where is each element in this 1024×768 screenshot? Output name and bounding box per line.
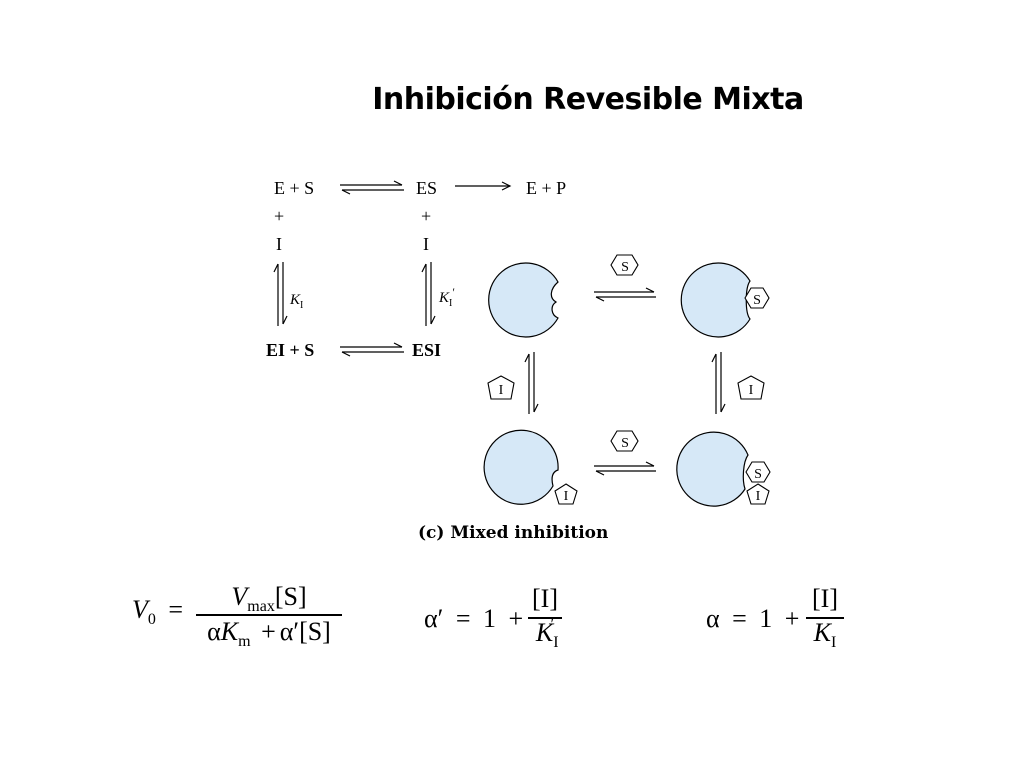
plus-right: + xyxy=(421,206,432,226)
inhibitor-pentagon-bound-right: I xyxy=(746,483,770,505)
substrate-hexagon-bound-top: S xyxy=(744,287,770,309)
cartoon-arrow-bottom-horizontal xyxy=(594,461,656,476)
substrate-hexagon-bound-bottom: S xyxy=(745,461,771,483)
equation-alpha-prime-lhs: α′ = 1 + xyxy=(424,604,524,633)
inhibitor-pentagon-free-right: I xyxy=(737,375,765,400)
substrate-hexagon-free-top: S xyxy=(610,254,639,276)
svg-text:I: I xyxy=(564,489,569,504)
enzyme-substrate-inhibitor-complex: S I xyxy=(676,431,771,507)
equation-v0-denominator: αKm +α′[S] xyxy=(207,617,331,651)
fraction-bar-v0 xyxy=(196,614,342,616)
ki-prime-label: KI′ xyxy=(439,285,455,309)
species-e-plus-s: E + S xyxy=(274,178,315,198)
svg-text:S: S xyxy=(621,436,629,451)
svg-text:I: I xyxy=(749,383,754,398)
equation-alpha-prime-numerator: [I] xyxy=(532,584,558,613)
equilibrium-arrow-top-left xyxy=(340,180,404,195)
cartoon-arrow-right-vertical xyxy=(711,352,726,414)
svg-text:S: S xyxy=(754,467,762,482)
equation-alpha-denominator: KI xyxy=(813,618,837,652)
species-e-plus-p: E + P xyxy=(526,178,567,198)
species-ei-plus-s: EI + S xyxy=(266,340,315,360)
cartoon-arrow-left-vertical xyxy=(524,352,539,414)
substrate-hexagon-free-bottom: S xyxy=(610,430,639,452)
inhibitor-pentagon-free-left: I xyxy=(487,375,515,400)
svg-text:I: I xyxy=(756,489,761,504)
forward-arrow-product xyxy=(455,181,512,191)
species-es: ES xyxy=(416,178,438,198)
inhibitor-pentagon-bound-left: I xyxy=(554,483,578,505)
inhibitor-left: I xyxy=(276,234,282,254)
slide-title: Inhibición Revesible Mixta xyxy=(372,82,804,117)
enzyme-inhibitor-complex: I xyxy=(483,429,578,505)
plus-left: + xyxy=(274,206,285,226)
equation-alpha-prime-denominator: KI′ xyxy=(535,616,559,652)
inhibitor-right: I xyxy=(423,234,429,254)
svg-text:S: S xyxy=(753,293,761,308)
ki-label: KI xyxy=(290,292,304,311)
equation-alpha-lhs: α = 1 + xyxy=(706,604,800,633)
equation-v0-numerator: Vmax[S] xyxy=(231,582,307,616)
enzyme-free xyxy=(488,262,559,338)
enzyme-substrate-complex: S xyxy=(680,262,770,338)
fraction-bar-alpha xyxy=(806,617,844,619)
equation-alpha-numerator: [I] xyxy=(812,584,838,613)
svg-text:I: I xyxy=(499,383,504,398)
diagram-caption: (c) Mixed inhibition xyxy=(418,523,609,543)
equilibrium-arrow-bottom xyxy=(340,342,404,357)
equation-v0-lhs: V0 = xyxy=(132,595,184,629)
fraction-bar-alpha-prime xyxy=(528,617,562,619)
equilibrium-arrow-left-vertical xyxy=(273,262,288,326)
equilibrium-arrow-right-vertical xyxy=(421,262,436,326)
species-esi: ESI xyxy=(412,340,442,360)
svg-text:S: S xyxy=(621,260,629,275)
cartoon-arrow-top-horizontal xyxy=(594,287,656,302)
